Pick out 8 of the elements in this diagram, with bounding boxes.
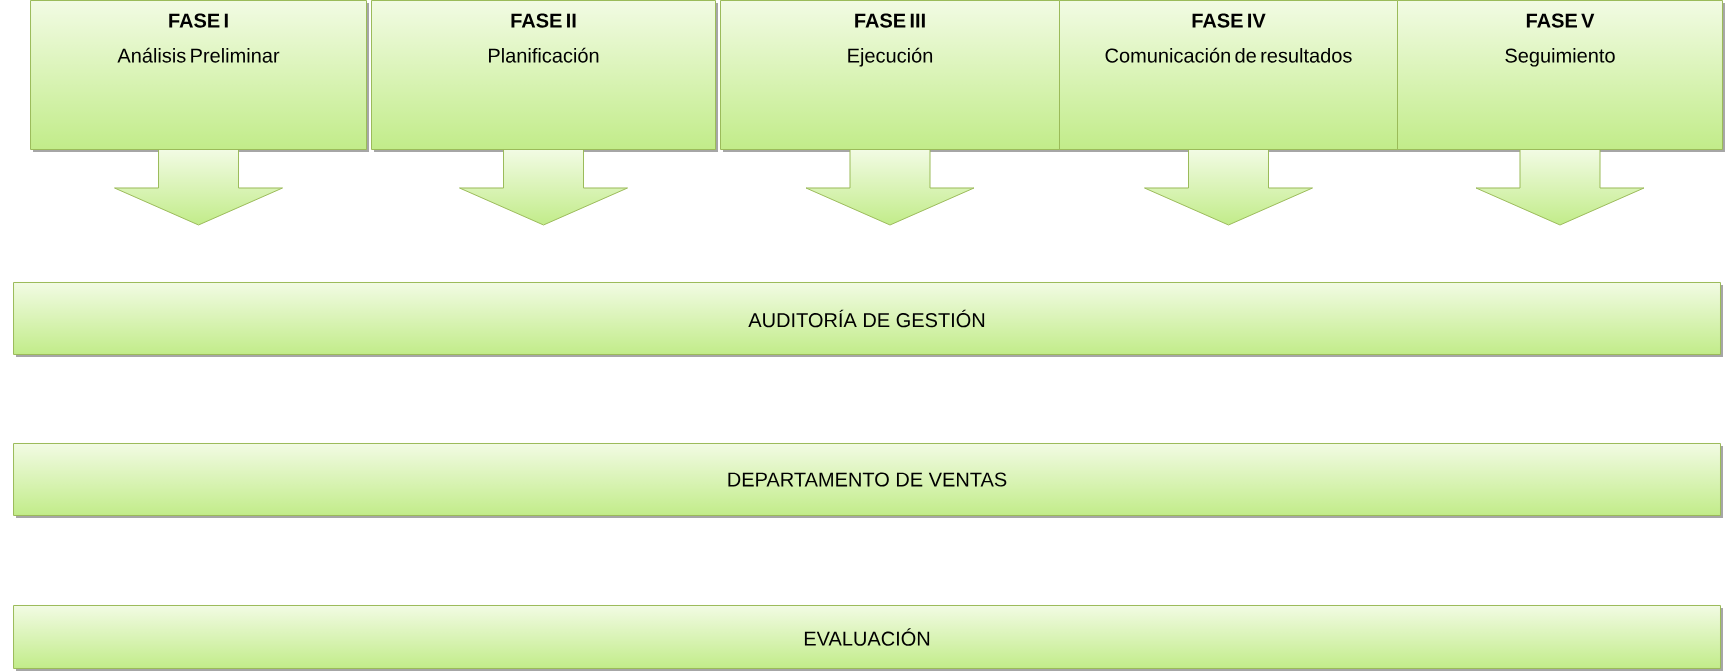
- phase-callout: FASE III Ejecución: [720, 0, 1062, 226]
- band-box: EVALUACIÓN: [13, 605, 1723, 671]
- phase-callout: FASE IV Comunicación de resultados: [1059, 0, 1400, 226]
- band-box: DEPARTAMENTO DE VENTAS: [13, 443, 1723, 518]
- band-box: AUDITORÍA DE GESTIÓN: [13, 282, 1723, 357]
- phase-callout: FASE II Planificación: [371, 0, 718, 226]
- phase-callout: FASE I Análisis Preliminar: [30, 0, 369, 226]
- phase-callout: FASE V Seguimiento: [1397, 0, 1725, 226]
